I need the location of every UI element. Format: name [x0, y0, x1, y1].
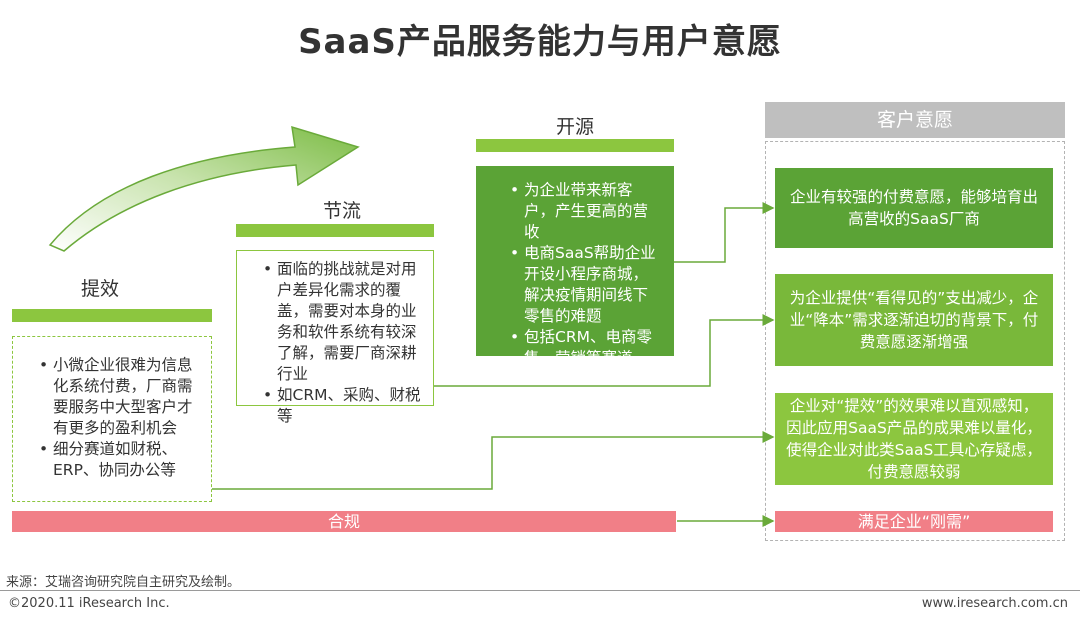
- saving-item: 面临的挑战就是对用户差异化需求的覆盖，需要对本身的业务和软件系统有较深了解，需要…: [263, 259, 425, 385]
- efficiency-bar: [12, 309, 212, 322]
- revenue-item: 包括CRM、电商零售、营销等赛道: [510, 327, 662, 369]
- efficiency-box: 小微企业很难为信息化系统付费，厂商需要服务中大型客户才有更多的盈利机会 细分赛道…: [12, 336, 212, 502]
- saving-item: 如CRM、采购、财税等: [263, 385, 425, 427]
- revenue-item: 为企业带来新客户，产生更高的营收: [510, 180, 662, 243]
- compliance-bar: 合规: [12, 511, 676, 532]
- revenue-bar: [476, 139, 674, 152]
- footer-divider: [0, 590, 1080, 591]
- saving-label: 节流: [322, 200, 361, 222]
- customer-box-saving: 为企业提供“看得见的”支出减少，企业“降本”需求逐渐迫切的背景下，付费意愿逐渐增…: [775, 274, 1053, 366]
- page-title: SaaS产品服务能力与用户意愿: [298, 22, 782, 62]
- growth-arrow-icon: [48, 125, 360, 252]
- connector-revenue: [674, 202, 775, 263]
- saving-box: 面临的挑战就是对用户差异化需求的覆盖，需要对本身的业务和软件系统有较深了解，需要…: [236, 250, 434, 425]
- efficiency-item: 小微企业很难为信息化系统付费，厂商需要服务中大型客户才有更多的盈利机会: [39, 355, 203, 439]
- copyright: ©2020.11 iResearch Inc.: [8, 596, 170, 611]
- customer-box-revenue: 企业有较强的付费意愿，能够培育出高营收的SaaS厂商: [775, 168, 1053, 248]
- saving-bar: [236, 224, 434, 237]
- connector-efficiency: [212, 431, 775, 490]
- efficiency-item: 细分赛道如财税、ERP、协同办公等: [39, 439, 203, 481]
- website-link[interactable]: www.iresearch.com.cn: [921, 596, 1068, 611]
- revenue-box: 为企业带来新客户，产生更高的营收 电商SaaS帮助企业开设小程序商城，解决疫情期…: [476, 166, 674, 367]
- customer-box-efficiency: 企业对“提效”的效果难以直观感知，因此应用SaaS产品的成果难以量化，使得企业对…: [775, 393, 1053, 485]
- compliance-result: 满足企业“刚需”: [775, 511, 1053, 532]
- customer-header: 客户意愿: [765, 102, 1065, 138]
- efficiency-label: 提效: [80, 278, 119, 300]
- revenue-item: 电商SaaS帮助企业开设小程序商城，解决疫情期间线下零售的难题: [510, 243, 662, 327]
- revenue-label: 开源: [555, 116, 594, 138]
- source-note: 来源：艾瑞咨询研究院自主研究及绘制。: [6, 575, 241, 590]
